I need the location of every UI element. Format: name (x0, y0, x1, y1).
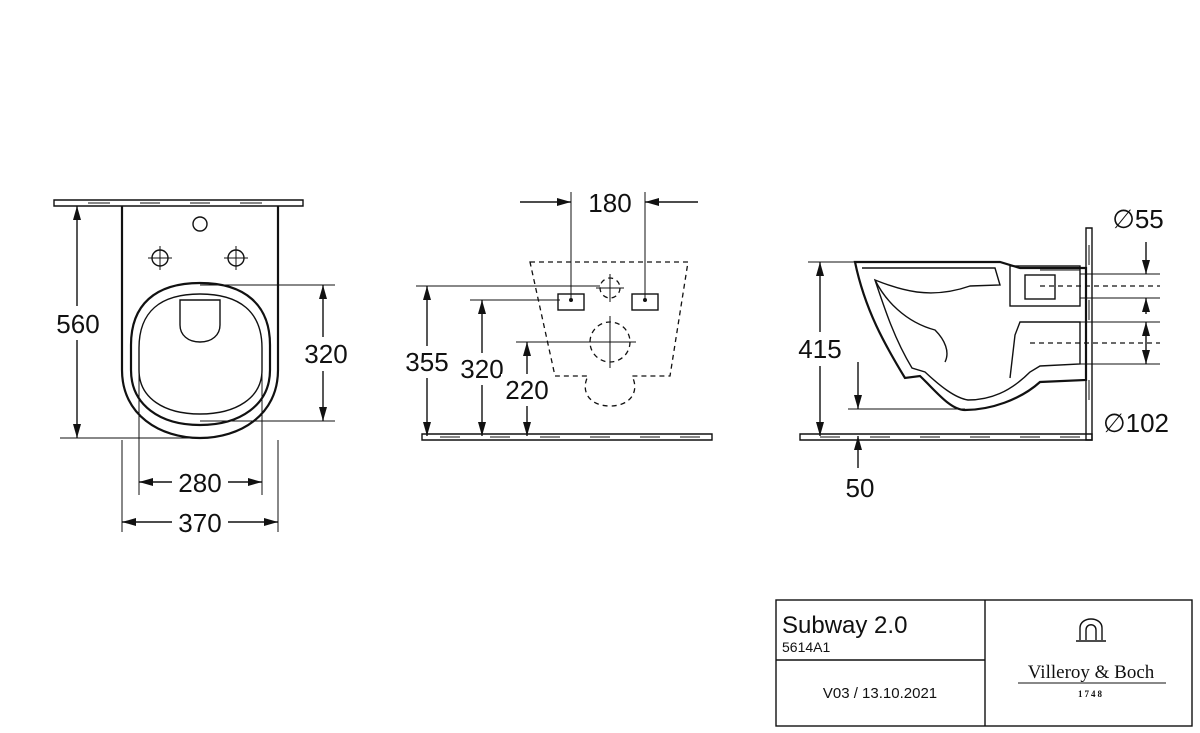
article-number: 5614A1 (782, 639, 830, 655)
wall-bowl-outline (529, 261, 689, 407)
brand-name: Villeroy & Boch (1028, 662, 1155, 683)
top-dim-inner-width: 280 (178, 468, 221, 498)
wall-dim-spacing: 180 (588, 188, 631, 218)
top-view: 560 320 280 370 (52, 199, 352, 538)
top-dim-height: 560 (56, 309, 99, 339)
title-block: Subway 2.0 5614A1 V03 / 13.10.2021 Ville… (775, 599, 1193, 727)
top-dim-outer-width: 370 (178, 508, 221, 538)
side-bowl-inner (862, 267, 1081, 401)
wall-floor (421, 433, 713, 441)
top-dim-seat-height: 320 (304, 339, 347, 369)
title-block-frame (775, 599, 1193, 727)
brand-year: 1748 (1078, 689, 1104, 699)
side-view: ∅55 ∅102 415 50 (794, 204, 1169, 503)
wall-dim-355: 355 (405, 347, 448, 377)
top-bowl-outline (120, 206, 280, 440)
side-dim-height: 415 (798, 334, 841, 364)
top-water-inlet-hole (192, 216, 208, 232)
top-seat-outer (129, 281, 272, 427)
side-bowl-outer (853, 260, 1088, 412)
side-floor (799, 433, 1093, 441)
side-dim-pipe-small: ∅55 (1112, 204, 1164, 234)
side-dim-pipe-large: ∅102 (1103, 408, 1169, 438)
brand-logo-icon (1076, 618, 1106, 642)
side-dim-drain: 50 (846, 473, 875, 503)
top-wall-plate (53, 199, 304, 207)
version-date: V03 / 13.10.2021 (823, 685, 937, 702)
wall-dim-320: 320 (460, 354, 503, 384)
product-name: Subway 2.0 (782, 612, 907, 639)
wall-view: 180 355 320 220 (400, 188, 713, 441)
top-flush-opening (179, 299, 221, 343)
wall-dim-220: 220 (505, 375, 548, 405)
top-seat-inner (138, 293, 263, 415)
